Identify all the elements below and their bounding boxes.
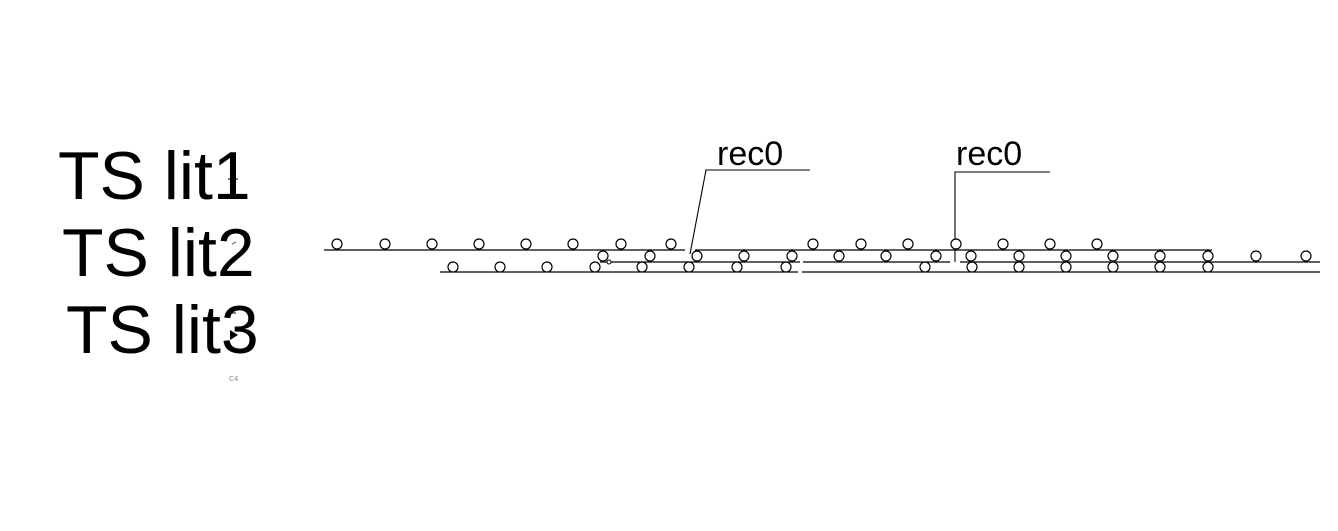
event-marker [950,238,962,250]
tick-mark [231,241,237,245]
event-marker [520,238,532,250]
event-marker [1060,261,1072,273]
event-marker [447,261,459,273]
annotation-leader-line [954,171,1050,262]
annotation-leader-line [689,169,810,255]
event-marker [738,250,750,262]
annotation-leaders [689,169,1050,262]
event-marker [683,261,695,273]
event-marker [880,250,892,262]
event-marker [636,261,648,273]
event-marker [691,250,703,262]
event-marker [1107,250,1119,262]
track-label-ts-lit2: TS lit2 [62,215,255,291]
event-marker-small [606,259,612,265]
event-marker [1154,250,1166,262]
event-marker [1060,250,1072,262]
tiny-marker-text: C4 [229,375,239,383]
track-label-ts-lit1: TS lit1 [58,138,251,214]
event-marker [1013,250,1025,262]
event-marker [1300,250,1312,262]
event-marker [1107,261,1119,273]
event-marker [807,238,819,250]
event-marker [541,261,553,273]
track-label-ts-lit3: TS lit3 [66,292,259,368]
event-marker [1154,261,1166,273]
event-marker [902,238,914,250]
event-marker [930,250,942,262]
event-marker [589,261,601,273]
annotation-label-rec0: rec0 [956,135,1022,173]
event-marker [567,238,579,250]
event-marker [379,238,391,250]
event-marker [786,250,798,262]
event-marker [855,238,867,250]
annotation-label-rec0: rec0 [717,135,783,173]
event-marker [1091,238,1103,250]
event-marker [1250,250,1262,262]
event-marker [966,261,978,273]
event-marker [1044,238,1056,250]
event-marker [731,261,743,273]
annotation-labels: rec0 rec0 [717,135,1022,173]
event-marker [615,238,627,250]
event-marker [833,250,845,262]
event-marker [426,238,438,250]
event-marker [597,250,609,262]
event-markers [331,238,1312,273]
event-marker [1013,261,1025,273]
event-marker [494,261,506,273]
event-marker [473,238,485,250]
cursor-arrow-icon [230,330,238,340]
event-marker [331,238,343,250]
event-marker [997,238,1009,250]
event-marker [644,250,656,262]
event-marker [780,261,792,273]
event-marker [1202,261,1214,273]
event-marker [919,261,931,273]
event-marker [965,250,977,262]
track-lines [324,249,1320,273]
event-marker [1202,250,1214,262]
event-marker [665,238,677,250]
